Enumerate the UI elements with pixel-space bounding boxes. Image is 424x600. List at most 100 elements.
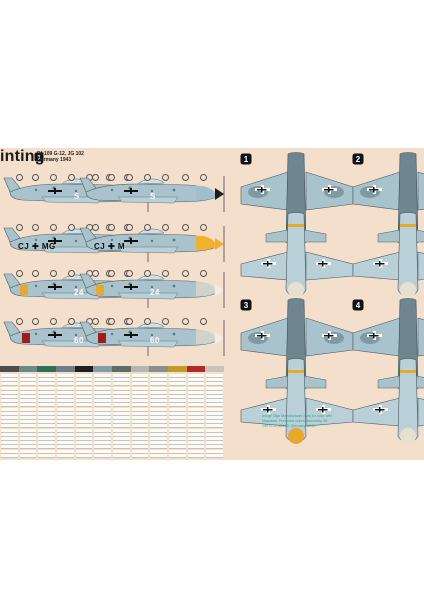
paint-table-cell bbox=[113, 445, 130, 450]
paint-table-cell bbox=[75, 449, 93, 454]
paint-table-cell bbox=[187, 420, 205, 425]
paint-table-cell bbox=[169, 449, 186, 454]
paint-table-cell bbox=[206, 395, 223, 399]
callout-number bbox=[200, 318, 207, 325]
paint-table-cell bbox=[169, 407, 186, 412]
callout-number bbox=[144, 318, 151, 325]
paint-table-cell bbox=[94, 445, 111, 450]
paint-table-cell bbox=[113, 420, 130, 425]
fuselage-code: 60 bbox=[150, 336, 160, 345]
callout-number bbox=[182, 224, 189, 231]
paint-table-cell bbox=[94, 441, 111, 446]
paint-table-cell bbox=[131, 437, 149, 441]
callout-number bbox=[162, 174, 169, 181]
paint-table-cell bbox=[57, 374, 74, 378]
paint-table-cell bbox=[187, 374, 205, 378]
paint-table-cell bbox=[131, 441, 149, 446]
callout-number bbox=[108, 174, 115, 181]
paint-table-cell bbox=[131, 386, 149, 391]
paint-table-cell bbox=[94, 420, 111, 425]
paint-table-cell bbox=[150, 453, 167, 458]
paint-table-cell bbox=[75, 395, 93, 399]
paint-table-cell bbox=[1, 449, 18, 454]
paint-table-header bbox=[37, 366, 56, 372]
paint-table-cell bbox=[206, 374, 223, 378]
paint-table-cell bbox=[75, 424, 93, 429]
paint-table-cell bbox=[169, 374, 186, 378]
paint-table-cell bbox=[38, 399, 55, 404]
paint-table-cell bbox=[206, 382, 223, 387]
sheet-title: inting bbox=[0, 148, 45, 165]
paint-table-cell bbox=[19, 403, 37, 408]
paint-table-cell bbox=[1, 374, 18, 378]
paint-table-cell bbox=[1, 395, 18, 399]
paint-table-cell bbox=[169, 395, 186, 399]
callout-number bbox=[108, 318, 115, 325]
paint-table-cell bbox=[113, 411, 130, 416]
paint-table-cell bbox=[75, 416, 93, 420]
paint-table-cell bbox=[131, 382, 149, 387]
paint-table-cell bbox=[113, 437, 130, 441]
paint-table-cell bbox=[94, 437, 111, 441]
fuselage-code: CJ ✚ MG bbox=[18, 242, 56, 251]
callout-number bbox=[200, 270, 207, 277]
paint-table-cell bbox=[57, 390, 74, 395]
paint-table-cell bbox=[206, 407, 223, 412]
paint-table-cell bbox=[169, 445, 186, 450]
paint-table-cell bbox=[113, 395, 130, 399]
paint-table-cell bbox=[206, 424, 223, 429]
paint-table-cell bbox=[57, 445, 74, 450]
paint-table-cell bbox=[19, 441, 37, 446]
paint-table-cell bbox=[187, 437, 205, 441]
callout-number bbox=[182, 174, 189, 181]
paint-table-cell bbox=[169, 441, 186, 446]
paint-table-cell bbox=[57, 432, 74, 437]
paint-table-cell bbox=[75, 445, 93, 450]
paint-table-cell bbox=[57, 420, 74, 425]
paint-table-cell bbox=[206, 399, 223, 404]
svg-text:3: 3 bbox=[244, 301, 249, 310]
subtitle-line-1: Bf-109 G-12, JG 102 bbox=[37, 151, 84, 157]
fuselage-code: 24 bbox=[74, 288, 84, 297]
paint-table-cell bbox=[75, 453, 93, 458]
paint-table-cell bbox=[187, 441, 205, 446]
paint-table-cell bbox=[150, 441, 167, 446]
paint-table-cell bbox=[187, 432, 205, 437]
paint-table-header bbox=[168, 366, 187, 372]
paint-table-cell bbox=[131, 407, 149, 412]
paint-table-cell bbox=[19, 390, 37, 395]
callout-number bbox=[200, 224, 207, 231]
paint-table-cell bbox=[113, 399, 130, 404]
callout-number bbox=[144, 224, 151, 231]
option-number-icon: 3 bbox=[240, 299, 252, 311]
callout-number bbox=[162, 318, 169, 325]
paint-table-cell bbox=[169, 382, 186, 387]
paint-table-cell bbox=[75, 374, 93, 378]
paint-table-cell bbox=[94, 395, 111, 399]
paint-table-cell bbox=[57, 382, 74, 387]
paint-table-cell bbox=[38, 453, 55, 458]
option-number-icon: 4 bbox=[352, 299, 364, 311]
paint-table-cell bbox=[131, 399, 149, 404]
paint-table-cell bbox=[1, 445, 18, 450]
paint-table-cell bbox=[169, 390, 186, 395]
paint-table-cell bbox=[94, 407, 111, 412]
paint-table-cell bbox=[38, 441, 55, 446]
paint-table-header bbox=[0, 366, 19, 372]
paint-table-cell bbox=[150, 432, 167, 437]
paint-table-cell bbox=[113, 407, 130, 412]
paint-table-cell bbox=[206, 432, 223, 437]
paint-table-cell bbox=[1, 403, 18, 408]
paint-table-cell bbox=[1, 428, 18, 433]
callout-number bbox=[16, 318, 23, 325]
paint-table-cell bbox=[113, 386, 130, 391]
paint-table-cell bbox=[169, 424, 186, 429]
paint-table-cell bbox=[169, 428, 186, 433]
paint-table-cell bbox=[38, 382, 55, 387]
subtitle-line-2: Germany 1943 bbox=[37, 157, 72, 163]
paint-table-cell bbox=[19, 386, 37, 391]
paint-table-cell bbox=[57, 428, 74, 433]
instruction-sheet: inting 1 Bf-109 G-12, JG 102 Germany 194… bbox=[0, 148, 424, 460]
paint-table-header bbox=[205, 366, 224, 372]
paint-table-cell bbox=[38, 432, 55, 437]
